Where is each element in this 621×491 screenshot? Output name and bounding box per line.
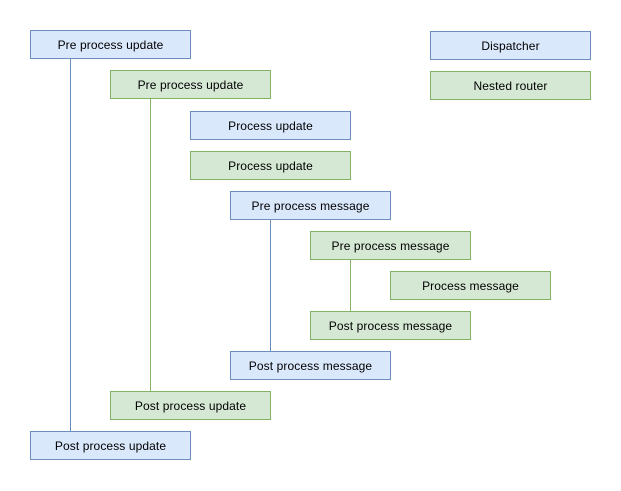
node-label: Pre process update xyxy=(57,37,164,52)
connector-pre-post-process-message-dispatcher xyxy=(270,219,271,351)
node-post-process-update-dispatcher[interactable]: Post process update xyxy=(30,431,191,460)
node-pre-process-message-dispatcher[interactable]: Pre process message xyxy=(230,191,391,220)
node-label: Post process update xyxy=(54,438,167,453)
node-pre-process-message-router[interactable]: Pre process message xyxy=(310,231,471,260)
node-process-update-dispatcher[interactable]: Process update xyxy=(190,111,351,140)
node-label: Process update xyxy=(228,158,313,173)
node-label: Post process update xyxy=(134,398,247,413)
node-label: Process message xyxy=(422,278,519,293)
legend-item-dispatcher[interactable]: Dispatcher xyxy=(430,31,591,60)
node-post-process-message-router[interactable]: Post process message xyxy=(310,311,471,340)
connector-pre-post-process-message-router xyxy=(350,259,351,311)
node-label: Pre process message xyxy=(331,238,450,253)
node-label: Post process message xyxy=(328,318,453,333)
node-process-message-router[interactable]: Process message xyxy=(390,271,551,300)
node-process-update-router[interactable]: Process update xyxy=(190,151,351,180)
node-label: Pre process update xyxy=(137,77,244,92)
node-pre-process-update-dispatcher[interactable]: Pre process update xyxy=(30,30,191,59)
legend-label: Nested router xyxy=(473,78,548,93)
connector-pre-post-process-update-router xyxy=(150,98,151,391)
legend-item-nested-router[interactable]: Nested router xyxy=(430,71,591,100)
node-post-process-update-router[interactable]: Post process update xyxy=(110,391,271,420)
legend-label: Dispatcher xyxy=(481,38,540,53)
node-label: Post process message xyxy=(248,358,373,373)
node-pre-process-update-router[interactable]: Pre process update xyxy=(110,70,271,99)
node-label: Pre process message xyxy=(251,198,370,213)
node-label: Process update xyxy=(228,118,313,133)
node-post-process-message-dispatcher[interactable]: Post process message xyxy=(230,351,391,380)
connector-pre-post-process-update-dispatcher xyxy=(70,58,71,431)
